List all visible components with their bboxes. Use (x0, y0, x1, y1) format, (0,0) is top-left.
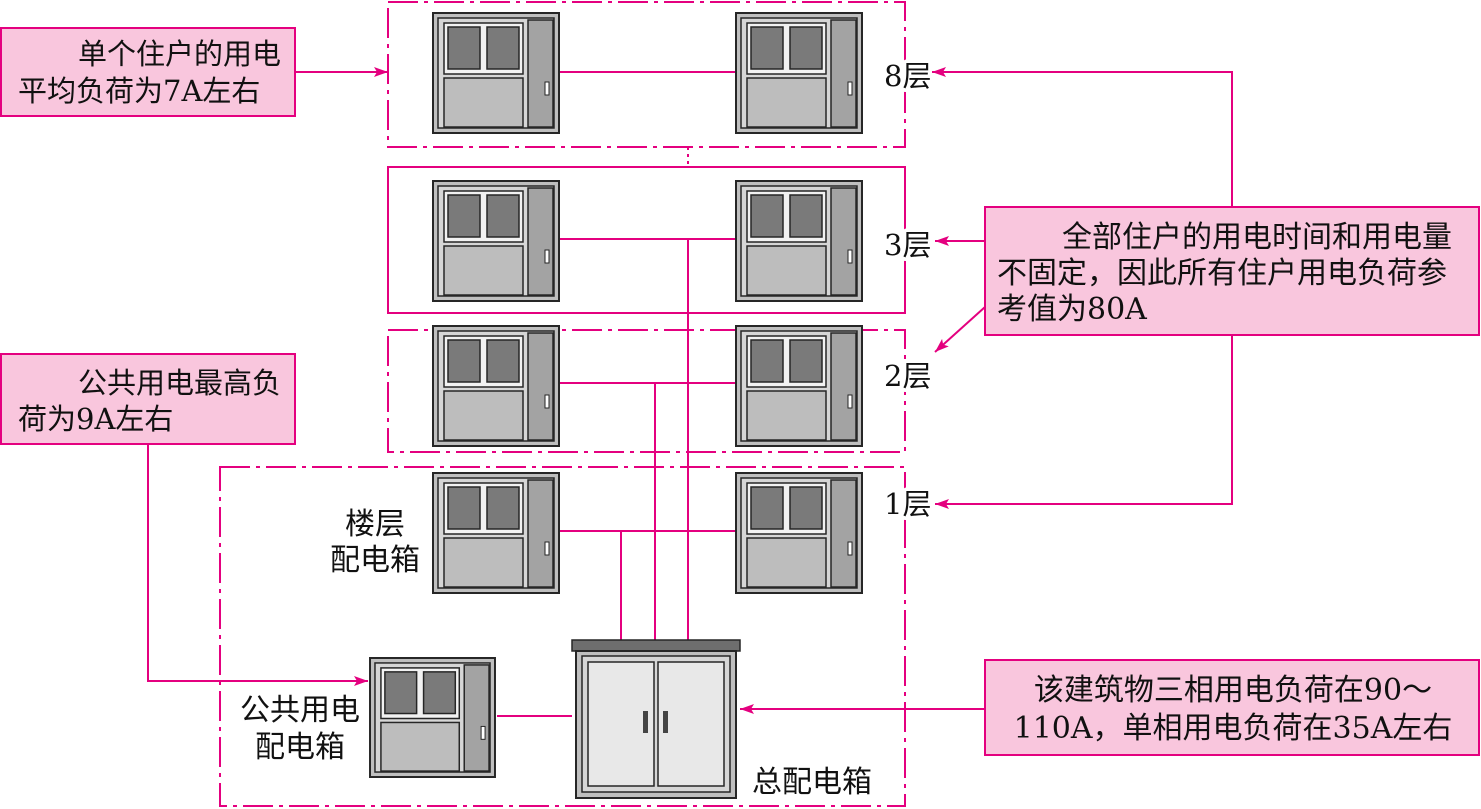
floor-label-8: 8层 (884, 59, 931, 93)
floor-label-1: 1层 (884, 487, 931, 521)
floor-label-3: 3层 (884, 228, 931, 262)
arrows (147, 67, 1233, 714)
floor-2-box-right (735, 325, 863, 447)
main-box-door-right (657, 661, 725, 787)
callout-public-peak: 公共用电最高负 荷为9A左右 (0, 353, 296, 445)
callout-all-households-line-1: 全部住户的用电时间和用电量 (1062, 220, 1452, 255)
floor-3-enclosure (387, 166, 906, 314)
callout-building-load-box (984, 659, 1480, 756)
main-box-handle-right (663, 711, 668, 733)
public-box-label-line-1: 公共用电 (240, 693, 360, 728)
floor-3-box-right (735, 180, 863, 302)
floor-8-box-right (735, 12, 863, 134)
main-distribution-box (571, 639, 741, 799)
callout-single-household-line-1: 单个住户的用电 (78, 37, 281, 71)
callout-public-peak-box (0, 353, 296, 445)
arrow-to-public-box (147, 444, 368, 686)
main-box-roof (571, 639, 741, 652)
floor-2-box-left (432, 325, 560, 447)
callout-single-household-line-2: 平均负荷为7A左右 (18, 74, 260, 108)
callout-all-households-line-2: 不固定，因此所有住户用电负荷参 (997, 256, 1447, 291)
floor-3-box-left (432, 180, 560, 302)
callout-all-households-line-3: 考值为80A (997, 292, 1147, 327)
main-box-label: 总配电箱 (752, 765, 872, 800)
floor-2-enclosure (387, 329, 906, 453)
floor-1-box-right (735, 472, 863, 594)
floor-1-enclosure (219, 466, 906, 807)
callout-all-households: 全部住户的用电时间和用电量 不固定，因此所有住户用电负荷参 考值为80A (984, 206, 1480, 336)
callout-building-load: 该建筑物三相用电负荷在90～ 110A，单相用电负荷在35A左右 (984, 659, 1480, 756)
floor-box-label-line-1: 楼层 (345, 507, 405, 542)
callout-public-peak-line-2: 荷为9A左右 (18, 402, 173, 436)
callout-public-peak-line-1: 公共用电最高负 (78, 366, 281, 400)
main-box-handle-left (643, 711, 648, 733)
callout-all-households-box (984, 206, 1480, 336)
public-box-label-line-2: 配电箱 (255, 730, 345, 765)
floor-8-enclosure (387, 1, 906, 148)
floor-8-box-left (432, 12, 560, 134)
floor-1-box-left (432, 472, 560, 594)
callout-single-household: 单个住户的用电 平均负荷为7A左右 (0, 27, 296, 117)
arrow-to-floor-8 (932, 67, 1233, 207)
arrow-to-floor-2 (934, 306, 986, 353)
wiring (497, 71, 735, 717)
callout-single-household-box (0, 27, 296, 117)
floor-label-2: 2层 (884, 359, 931, 393)
callout-building-load-line-2: 110A，单相用电负荷在35A左右 (1014, 711, 1453, 746)
callout-building-load-line-1: 该建筑物三相用电负荷在90～ (1034, 673, 1432, 708)
public-distribution-box (369, 657, 496, 778)
floor-box-label-line-2: 配电箱 (330, 543, 420, 578)
arrow-to-floor-1 (935, 335, 1233, 509)
